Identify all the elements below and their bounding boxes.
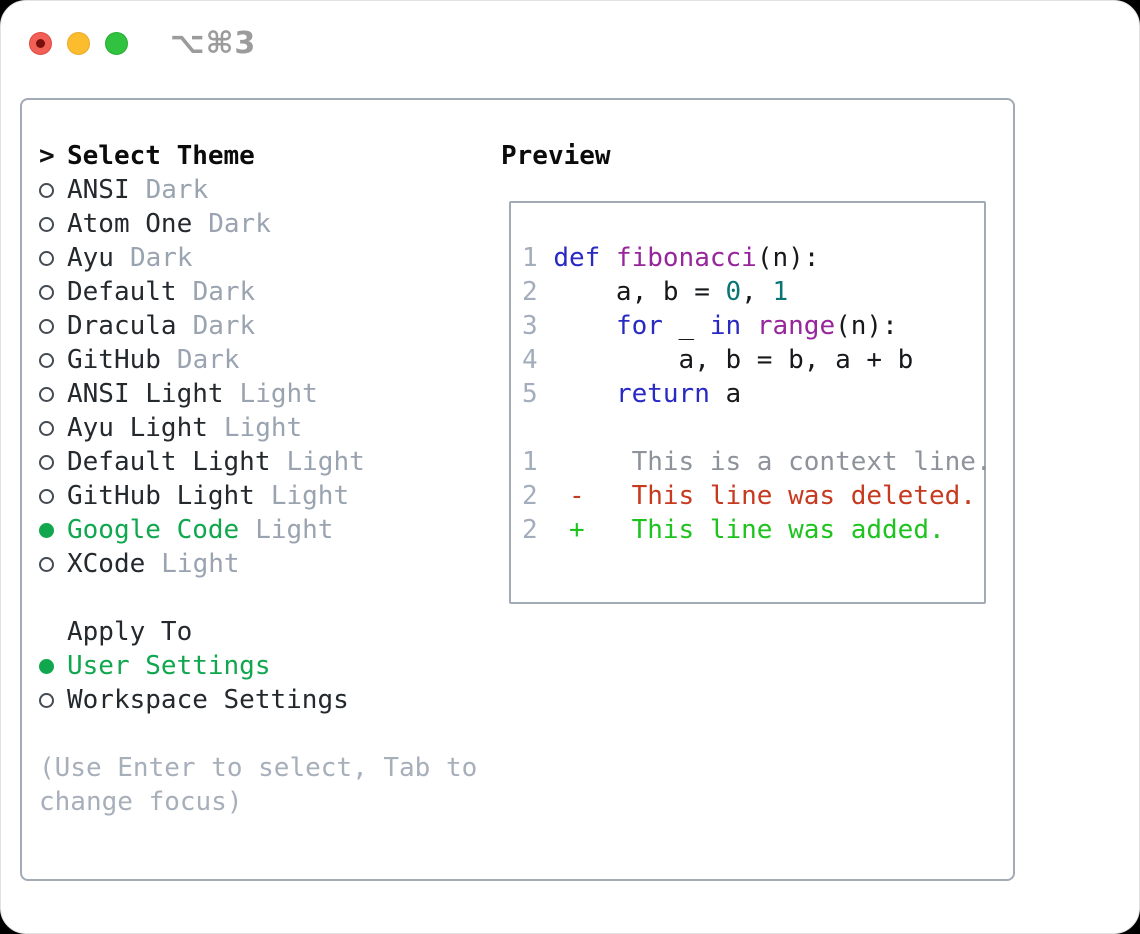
apply-option-label: Workspace Settings <box>67 685 349 715</box>
radio-icon <box>39 386 67 402</box>
theme-item-ayu-light[interactable]: Ayu Light Light <box>39 411 477 445</box>
spacer <box>39 717 477 751</box>
preview-line: 3 for _ in range(n): <box>522 311 898 341</box>
theme-item-label: Default <box>67 277 177 307</box>
apply-option-workspace-settings[interactable]: Workspace Settings <box>39 683 477 717</box>
theme-item-ansi-light[interactable]: ANSI Light Light <box>39 377 477 411</box>
preview-line: 2 - This line was deleted. <box>522 481 976 511</box>
preview-box: 1 def fibonacci(n): 2 a, b = 0, 1 3 for _ … <box>509 201 992 604</box>
theme-variant-tag: Light <box>255 515 334 545</box>
theme-item-label: Dracula <box>67 311 177 341</box>
minimize-button[interactable] <box>67 32 90 55</box>
theme-item-default-light[interactable]: Default Light Light <box>39 445 477 479</box>
theme-variant-tag: Light <box>239 379 318 409</box>
theme-item-atom-one[interactable]: Atom One Dark <box>39 207 477 241</box>
preview-line: 4 a, b = b, a + b <box>522 345 914 375</box>
radio-icon <box>39 556 67 572</box>
theme-item-xcode[interactable]: XCode Light <box>39 547 477 581</box>
theme-item-label: XCode <box>67 549 146 579</box>
theme-item-label: Default Light <box>67 447 271 477</box>
hint-text-line-2: change focus) <box>39 787 243 817</box>
radio-icon <box>39 182 67 198</box>
preview-line <box>522 411 984 445</box>
theme-variant-tag: Light <box>270 481 350 511</box>
theme-item-github-light[interactable]: GitHub Light Light <box>39 479 477 513</box>
theme-item-label: GitHub <box>67 345 161 375</box>
apply-option-user-settings[interactable]: User Settings <box>39 649 477 683</box>
radio-icon <box>39 692 67 708</box>
theme-variant-tag: Dark <box>192 311 256 341</box>
radio-selected-icon <box>39 658 67 674</box>
select-theme-header: > Select Theme <box>39 139 477 173</box>
preview-line: 5 return a <box>522 379 742 409</box>
radio-icon <box>39 454 67 470</box>
theme-item-github[interactable]: GitHub Dark <box>39 343 477 377</box>
preview-line: 2 a, b = 0, 1 <box>522 277 789 307</box>
theme-item-ayu[interactable]: Ayu Dark <box>39 241 477 275</box>
apply-to-title: Apply To <box>67 617 193 647</box>
theme-variant-tag: Dark <box>192 277 256 307</box>
select-theme-title: Select Theme <box>67 141 255 171</box>
preview-line: 1 This is a context line. <box>522 447 992 477</box>
window-title: ⌥⌘3 <box>170 26 257 61</box>
radio-selected-icon <box>39 522 67 538</box>
close-button[interactable] <box>29 32 52 55</box>
theme-item-label: Ayu <box>67 243 114 273</box>
theme-variant-tag: Dark <box>145 175 209 205</box>
theme-item-label: GitHub Light <box>67 481 255 511</box>
theme-item-label: ANSI Light <box>67 379 224 409</box>
theme-item-label: Ayu Light <box>67 413 208 443</box>
theme-variant-tag: Light <box>161 549 240 579</box>
theme-item-google-code[interactable]: Google Code Light <box>39 513 477 547</box>
apply-to-header: Apply To <box>39 615 477 649</box>
theme-item-label: Atom One <box>67 209 193 239</box>
radio-icon <box>39 488 67 504</box>
theme-item-label: Google Code <box>67 515 240 545</box>
theme-variant-tag: Light <box>286 447 365 477</box>
radio-icon <box>39 318 67 334</box>
radio-icon <box>39 216 67 232</box>
preview-title: Preview <box>501 141 611 171</box>
theme-variant-tag: Dark <box>129 243 193 273</box>
apply-option-label: User Settings <box>67 651 271 681</box>
theme-variant-tag: Light <box>223 413 303 443</box>
theme-variant-tag: Dark <box>208 209 271 239</box>
radio-icon <box>39 250 67 266</box>
zoom-button[interactable] <box>105 32 128 55</box>
radio-icon <box>39 352 67 368</box>
theme-item-dracula[interactable]: Dracula Dark <box>39 309 477 343</box>
unsaved-dot-icon <box>36 39 45 48</box>
preview-line: 1 def fibonacci(n): <box>522 243 820 273</box>
theme-variant-tag: Dark <box>176 345 240 375</box>
preview-line: 2 + This line was added. <box>522 515 945 545</box>
preview-code: 1 def fibonacci(n): 2 a, b = 0, 1 3 for _ … <box>511 203 992 547</box>
radio-icon <box>39 420 67 436</box>
prompt-caret-icon: > <box>39 141 55 171</box>
theme-item-label: ANSI <box>67 175 130 205</box>
theme-item-default[interactable]: Default Dark <box>39 275 477 309</box>
spacer <box>39 581 477 615</box>
titlebar: ⌥⌘3 <box>29 26 256 61</box>
radio-icon <box>39 284 67 300</box>
theme-item-ansi[interactable]: ANSI Dark <box>39 173 477 207</box>
hint-text-line-1: (Use Enter to select, Tab to <box>39 753 478 783</box>
